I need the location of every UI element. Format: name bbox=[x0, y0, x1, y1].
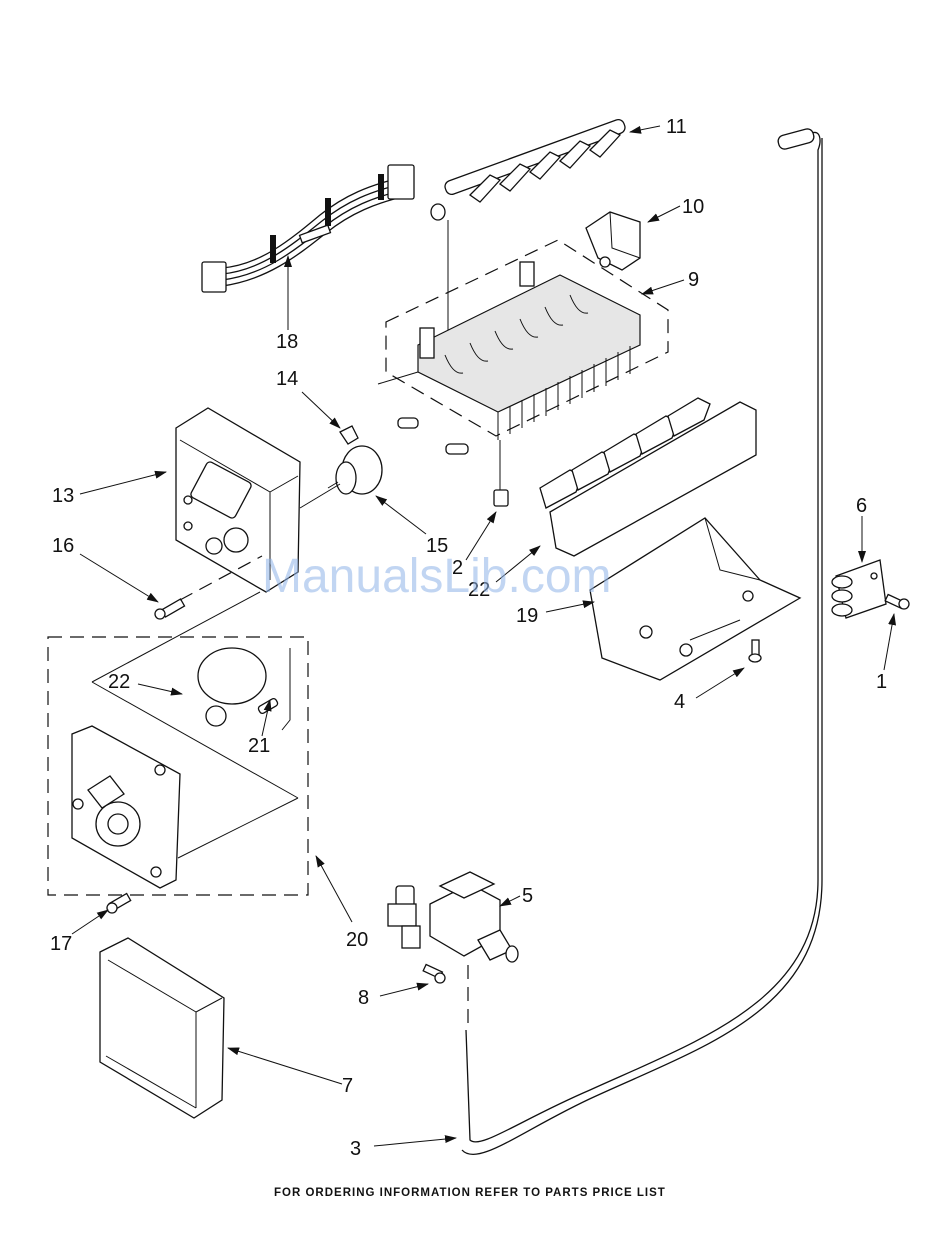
label-part-17: 17 bbox=[50, 933, 72, 955]
front-cover bbox=[100, 938, 224, 1118]
label-part-4: 4 bbox=[674, 691, 685, 713]
screw-17 bbox=[107, 894, 131, 913]
label-part-20: 20 bbox=[346, 929, 368, 951]
screw-4 bbox=[749, 640, 761, 662]
label-part-3: 3 bbox=[350, 1138, 361, 1160]
label-part-22-lower: 22 bbox=[108, 671, 130, 693]
label-part-21: 21 bbox=[248, 735, 270, 757]
label-part-13: 13 bbox=[52, 485, 74, 507]
label-part-6: 6 bbox=[856, 495, 867, 517]
label-part-14: 14 bbox=[276, 368, 298, 390]
wire-harness bbox=[202, 165, 414, 292]
label-part-5: 5 bbox=[522, 885, 533, 907]
label-part-18: 18 bbox=[276, 331, 298, 353]
label-part-11: 11 bbox=[666, 116, 687, 138]
label-part-16: 16 bbox=[52, 535, 74, 557]
ice-bin-cover bbox=[590, 518, 800, 680]
label-part-9: 9 bbox=[688, 269, 699, 291]
tube-clamp bbox=[832, 560, 909, 618]
label-part-1: 1 bbox=[876, 671, 887, 693]
label-part-7: 7 bbox=[342, 1075, 353, 1097]
water-valve bbox=[388, 872, 518, 983]
watermark-text: ManualsLib.com bbox=[262, 550, 612, 603]
mounting-bracket bbox=[586, 212, 640, 270]
label-part-8: 8 bbox=[358, 987, 369, 1009]
label-part-19: 19 bbox=[516, 605, 538, 627]
footer-note: FOR ORDERING INFORMATION REFER TO PARTS … bbox=[274, 1187, 666, 1199]
clip-and-thermostat bbox=[300, 426, 382, 508]
label-part-10: 10 bbox=[682, 196, 704, 218]
